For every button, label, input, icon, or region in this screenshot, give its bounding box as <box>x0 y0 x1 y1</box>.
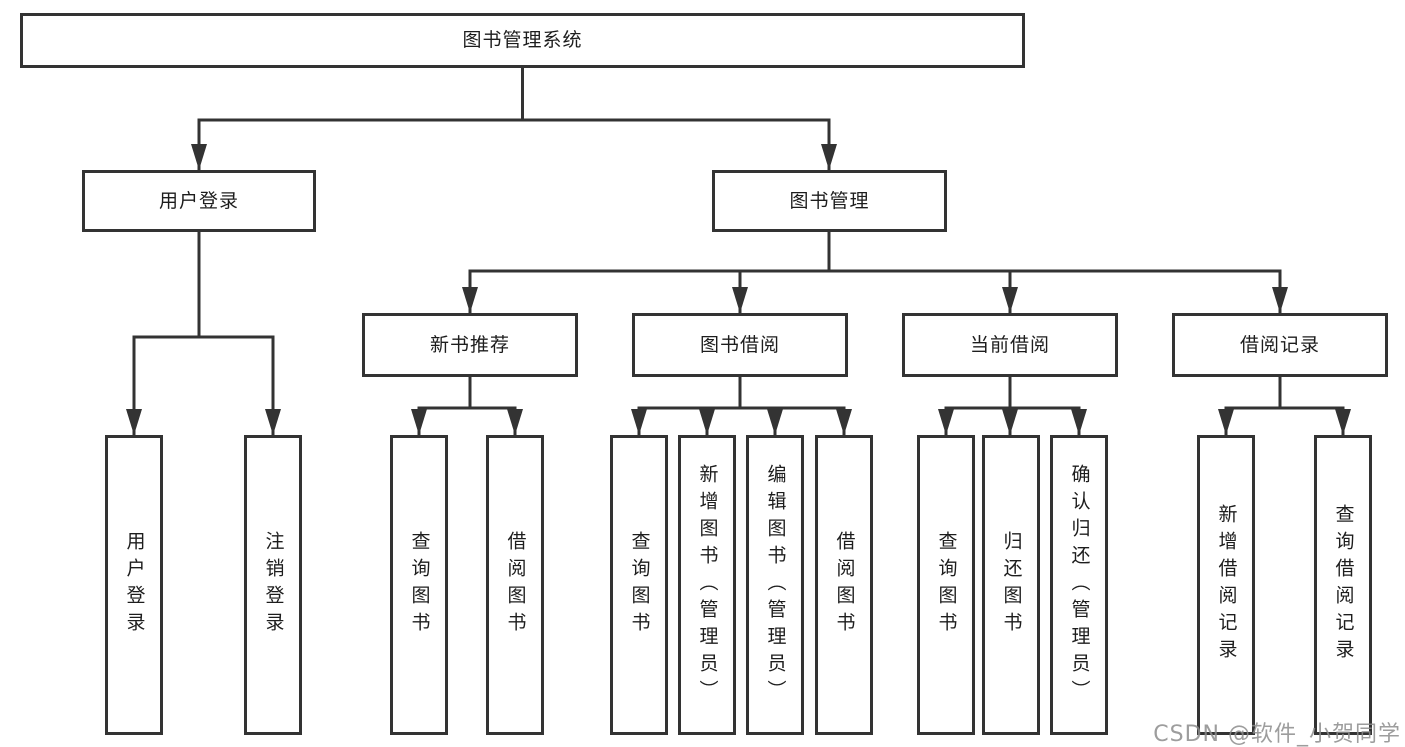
node-book-management: 图书管理 <box>712 170 947 232</box>
leaf-bb-query-books: 查询图书 <box>610 435 668 735</box>
node-current-borrowing: 当前借阅 <box>902 313 1118 377</box>
node-borrowing-records: 借阅记录 <box>1172 313 1388 377</box>
leaf-rec-query-books: 查询图书 <box>390 435 448 735</box>
leaf-bb-add-books-admin: 新增图书（管理员） <box>678 435 736 735</box>
leaf-rec-borrow-books: 借阅图书 <box>486 435 544 735</box>
leaf-logout: 注销登录 <box>244 435 302 735</box>
leaf-user-login: 用户登录 <box>105 435 163 735</box>
csdn-watermark: CSDN @软件_小贺同学 <box>1153 722 1401 747</box>
leaf-bb-edit-books-admin: 编辑图书（管理员） <box>746 435 804 735</box>
node-new-book-recommendation: 新书推荐 <box>362 313 578 377</box>
node-user-login: 用户登录 <box>82 170 316 232</box>
leaf-cb-confirm-return-admin: 确认归还（管理员） <box>1050 435 1108 735</box>
leaf-cb-return-books: 归还图书 <box>982 435 1040 735</box>
leaf-bb-borrow-books: 借阅图书 <box>815 435 873 735</box>
node-root: 图书管理系统 <box>20 13 1025 68</box>
leaf-cb-query-books: 查询图书 <box>917 435 975 735</box>
leaf-br-query-record: 查询借阅记录 <box>1314 435 1372 735</box>
leaf-br-add-record: 新增借阅记录 <box>1197 435 1255 735</box>
node-book-borrowing: 图书借阅 <box>632 313 848 377</box>
